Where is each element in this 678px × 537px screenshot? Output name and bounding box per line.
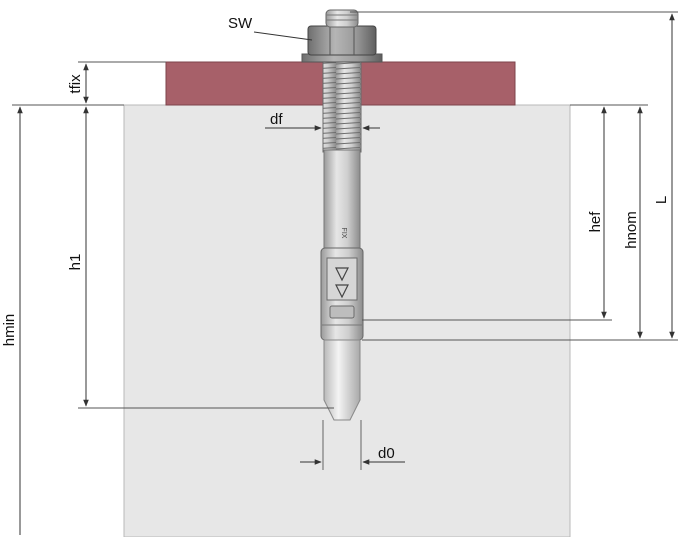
- label-hnom: hnom: [623, 211, 640, 249]
- label-hmin: hmin: [1, 314, 18, 347]
- svg-text:FIX: FIX: [340, 228, 347, 239]
- arrow-mark-icon: [335, 267, 349, 282]
- arrow-mark-icon: [335, 284, 349, 299]
- label-df: df: [270, 111, 283, 128]
- anchor-tip: [323, 339, 361, 421]
- label-hef: hef: [587, 211, 604, 233]
- threaded-rod: [322, 51, 362, 153]
- label-L: L: [653, 196, 670, 204]
- anchor-shank: [323, 149, 361, 251]
- anchor-bolt: FIX: [301, 9, 383, 421]
- hex-nut: [307, 25, 377, 56]
- label-tfix: tfix: [67, 74, 84, 94]
- leader-line-sw: [253, 31, 313, 41]
- label-d0: d0: [378, 445, 395, 462]
- label-h1: h1: [67, 254, 84, 271]
- label-sw: SW: [228, 15, 253, 32]
